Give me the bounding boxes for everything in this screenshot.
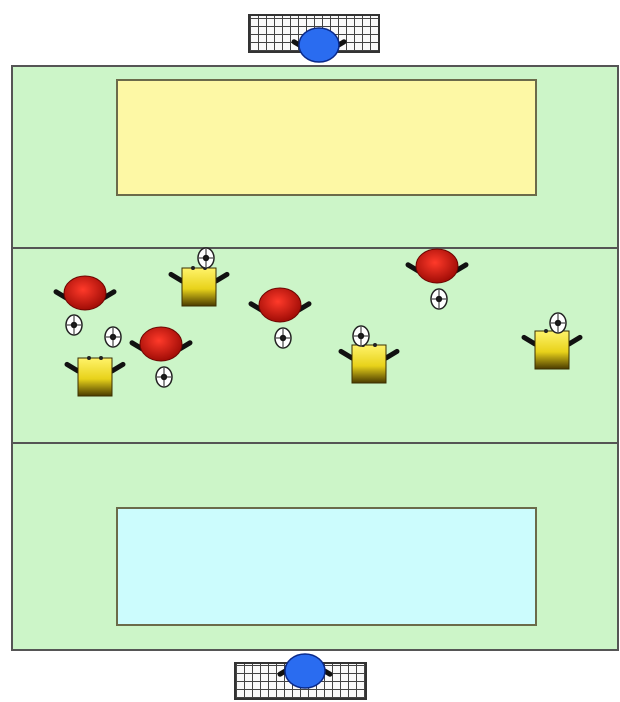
ball-4-soccer-ball-icon [156, 367, 172, 387]
yellow-1-yellow-player-icon [171, 266, 227, 306]
red-3-red-player-icon [251, 288, 309, 322]
ball-2-soccer-ball-icon [66, 315, 82, 335]
yellow-2-yellow-player-icon [67, 356, 123, 396]
ball-8-soccer-ball-icon [550, 313, 566, 333]
top-goalkeeper-icon [294, 28, 344, 62]
ball-7-soccer-ball-icon [353, 326, 369, 346]
ball-5-soccer-ball-icon [275, 328, 291, 348]
red-1-red-player-icon [56, 276, 114, 310]
red-2-red-player-icon [132, 327, 190, 361]
yellow-4-yellow-player-icon [524, 329, 580, 369]
ball-1-soccer-ball-icon [198, 248, 214, 268]
yellow-3-yellow-player-icon [341, 343, 397, 383]
ball-6-soccer-ball-icon [431, 289, 447, 309]
ball-3-soccer-ball-icon [105, 327, 121, 347]
bottom-goalkeeper-icon [280, 654, 330, 688]
red-4-red-player-icon [408, 249, 466, 283]
